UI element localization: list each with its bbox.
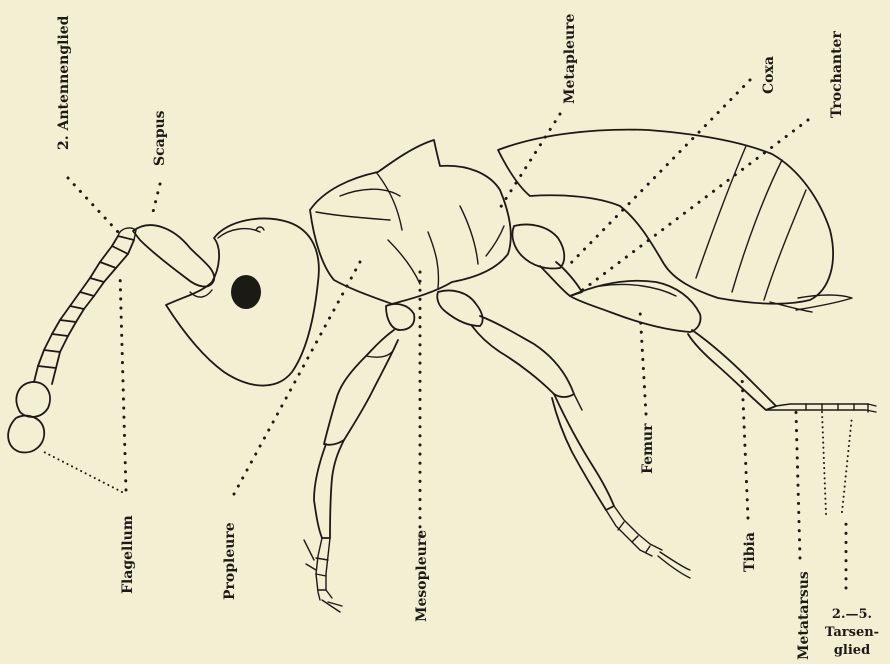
label-mesopleure: Mesopleure [414,530,430,622]
hind-leg [512,225,876,413]
label-coxa: Coxa [761,56,777,94]
leader-tarsen-1 [822,412,826,514]
label-metatarsus: Metatarsus [796,571,812,660]
thorax [310,140,511,304]
label-propleure: Propleure [222,522,238,600]
label-tarsenglied-2: Tarsen- [825,625,879,640]
leader-femur [640,310,646,414]
leader-coxa [570,80,750,264]
label-antennenglied: 2. Antennenglied [56,15,72,150]
head [166,219,319,386]
label-trochanter: Trochanter [829,31,845,118]
antenna [8,228,136,452]
leader-trochanter [580,120,808,292]
leader-flagellum-1 [120,274,126,490]
labels: 2. Antennenglied Scapus Metapleure Coxa … [56,13,879,660]
leader-tibia [742,376,748,518]
label-metapleure: Metapleure [562,13,578,104]
leader-metapleure [500,114,560,208]
label-femur: Femur [640,423,656,474]
label-tarsenglied-1: 2.—5. [832,607,872,622]
leader-antennenglied [68,178,118,232]
compound-eye [231,275,261,309]
leader-scapus [152,184,160,216]
fore-leg [304,304,414,612]
leader-flagellum-2 [44,452,122,492]
label-scapus: Scapus [152,110,168,166]
leader-tarsen-2 [842,416,852,512]
label-tibia: Tibia [742,532,758,572]
label-flagellum: Flagellum [120,515,136,594]
scapus [133,225,214,286]
abdomen [498,130,852,312]
leader-metatarsus [796,412,800,558]
label-tarsenglied-3: glied [834,643,870,658]
